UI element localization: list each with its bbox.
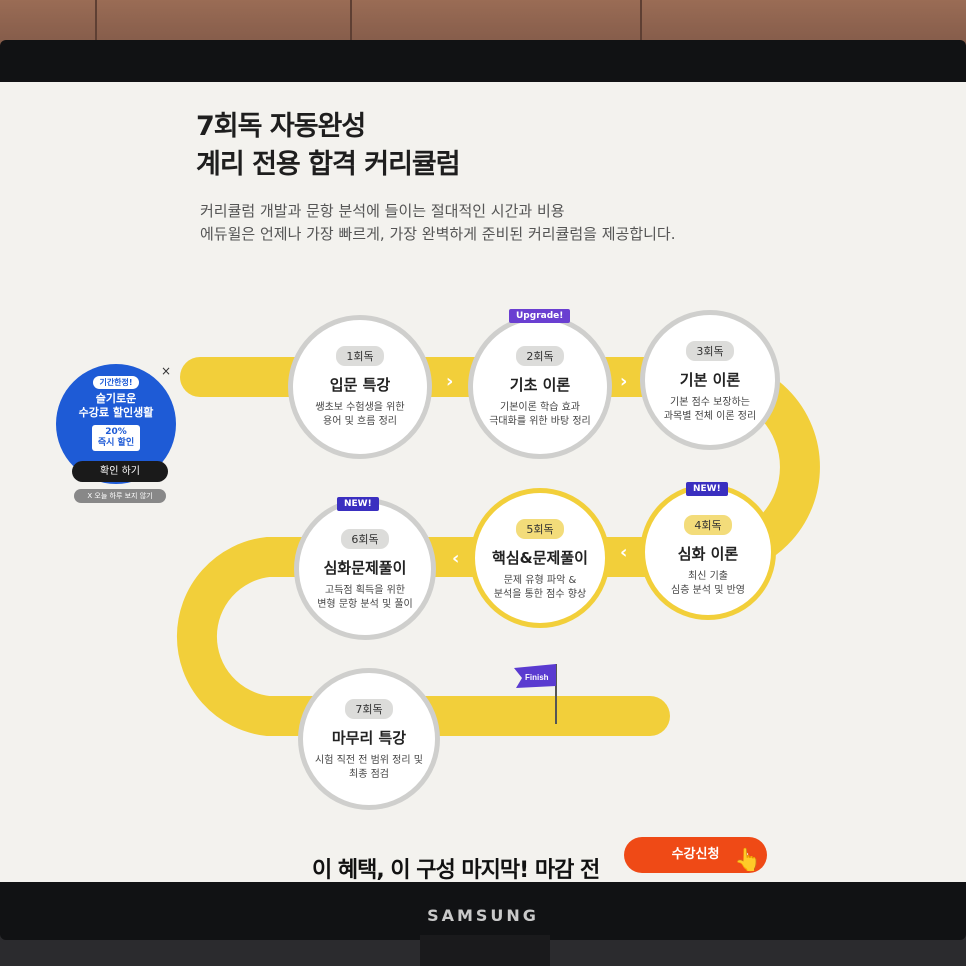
chevron-left-icon: ‹ [620,542,628,563]
step-5-pill: 5회독 [516,519,564,539]
wall-seam [640,0,642,60]
page-title: 7회독 자동완성 계리 전용 합격 커리큘럼 [196,108,461,184]
screen: 7회독 자동완성 계리 전용 합격 커리큘럼 커리큘럼 개발과 문항 분석에 들… [0,82,966,882]
monitor-stand [420,935,550,966]
ad-confirm-button[interactable]: 확인 하기 [72,461,168,482]
banner-text: 이 혜택, 이 구성 마지막! 마감 전 [312,858,600,882]
ad-discount: 20%즉시 할인 [91,425,141,451]
step-2-pill: 2회독 [516,346,564,366]
wall-seam [350,0,352,60]
ad-hide-today-button[interactable]: X 오늘 하루 보지 않기 [74,489,166,503]
step-4-pill: 4회독 [684,515,732,535]
pointer-hand-icon: 👆 [734,848,762,873]
new-tag: NEW! [686,482,728,496]
step-5-title: 핵심&문제풀이 [492,549,588,567]
ad-badge: 기간한정! [93,376,139,389]
step-6-pill: 6회독 [341,529,389,549]
close-icon[interactable]: × [161,364,172,378]
finish-flag-icon: Finish [514,664,557,724]
step-5-node[interactable]: 5회독 핵심&문제풀이 문제 유형 파악 &분석을 통한 점수 향상 [470,488,610,628]
subtitle-line-1: 커리큘럼 개발과 문항 분석에 들이는 절대적인 시간과 비용 [200,202,565,220]
monitor-brand: SAMSUNG [427,906,539,925]
chevron-right-icon: › [446,371,454,392]
step-2-title: 기초 이론 [509,376,571,394]
step-7-pill: 7회독 [345,699,393,719]
new-tag: NEW! [337,497,379,511]
step-3-title: 기본 이론 [679,371,741,389]
upgrade-tag: Upgrade! [509,309,571,323]
title-line-2: 계리 전용 합격 커리큘럼 [196,149,461,180]
page-subtitle: 커리큘럼 개발과 문항 분석에 들이는 절대적인 시간과 비용 에듀윌은 언제나… [200,200,675,246]
finish-label: Finish [525,673,549,682]
subtitle-line-2: 에듀윌은 언제나 가장 빠르게, 가장 완벽하게 준비된 커리큘럼을 제공합니다… [200,225,676,243]
wall-seam [95,0,97,60]
chevron-right-icon: › [620,371,628,392]
step-3-pill: 3회독 [686,341,734,361]
step-1-title: 입문 특강 [329,376,391,394]
chevron-right-icon: › [744,847,750,862]
step-6-title: 심화문제풀이 [323,559,407,577]
enroll-button[interactable]: 수강신청 [624,837,767,873]
step-1-pill: 1회독 [336,346,384,366]
curriculum-track [176,357,820,736]
step-7-title: 마무리 특강 [331,729,407,747]
title-line-1: 7회독 자동완성 [196,111,366,142]
step-5-desc: 문제 유형 파악 &분석을 통한 점수 향상 [493,575,587,600]
step-4-title: 심화 이론 [677,545,739,563]
chevron-left-icon: ‹ [452,548,460,569]
